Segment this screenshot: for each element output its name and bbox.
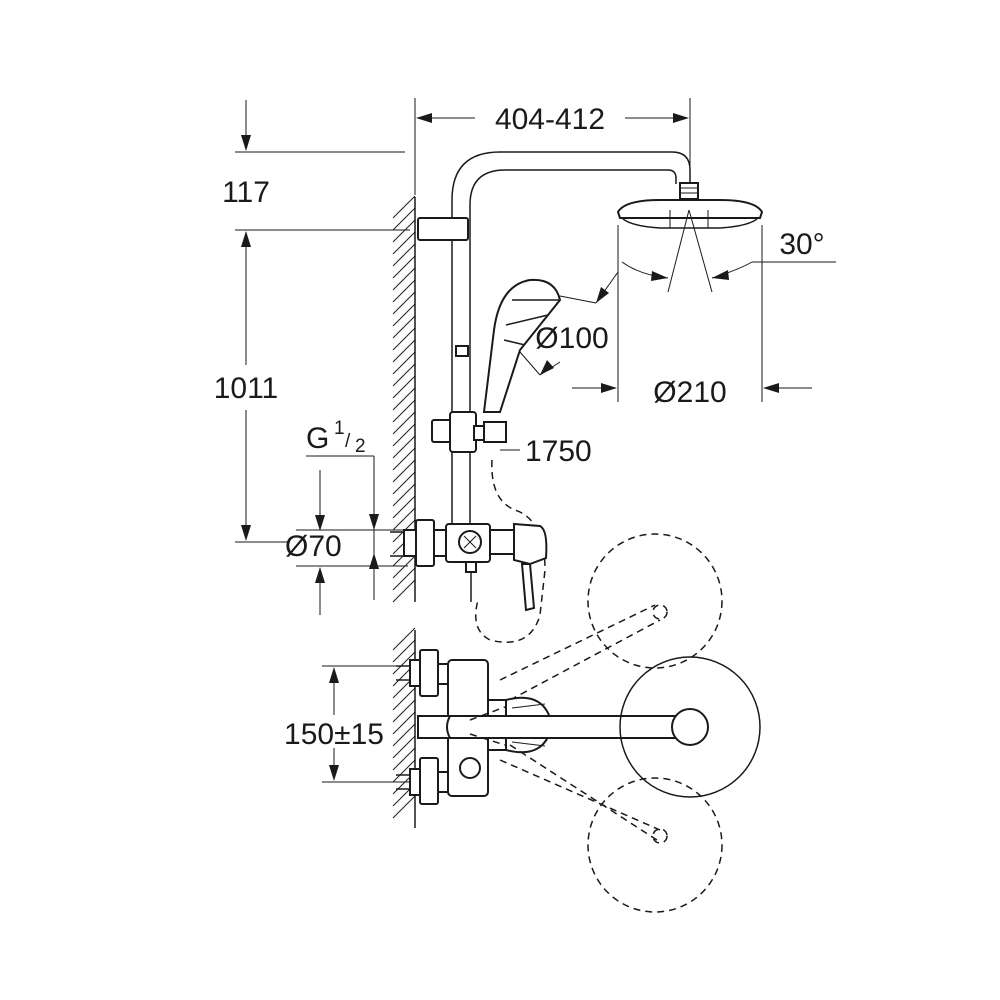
tilt-angle-label: 30° [779,228,824,261]
thread-sup: 1 [334,418,345,439]
wall-hatch-line [392,435,416,459]
thread-dimension: G 1 / 2 Ø70 [285,418,408,615]
svg-text:/: / [345,431,351,452]
wall-hatch-line [392,279,416,303]
thread-label: G [306,422,329,455]
wall-hatch-line [392,243,416,267]
wall-hatch-line [392,639,416,663]
wall-hatch-line [392,759,416,783]
wall-hatch-line [392,579,416,603]
wall-hatch-line [392,267,416,291]
wall-hatch-line [392,327,416,351]
wall-hatch-line [392,699,416,723]
top-offset-label: 117 [222,176,270,209]
wall-hatch-line [392,291,416,315]
wall-hatch-line [392,423,416,447]
height-dimensions: 117 1011 [214,100,410,543]
inlet-centers-label: 150±15 [284,718,384,751]
arm-length-label: 404-412 [495,103,605,136]
wall-hatch-line [392,723,416,747]
wall-hatch-line [392,195,416,219]
wall-hatch-line [392,567,416,591]
wall-hatch-line [392,231,416,255]
wall-hatch-line [392,687,416,711]
mixer-side-view [390,519,548,612]
wall-hatch-line [392,387,416,411]
wall-hatch-line [392,471,416,495]
wall-hatch-line [392,483,416,507]
thread-sub: 2 [355,436,366,457]
head-shower-diameter-label: Ø210 [653,376,726,409]
wall-hatch-line [392,255,416,279]
wall-hatch-line [392,207,416,231]
handle-sweep-upper [499,533,723,701]
rosette-diameter-label: Ø70 [285,530,342,563]
wall-hatch-line [392,555,416,579]
wall-hatch-line [392,459,416,483]
wall-hatch-line [392,399,416,423]
overall-height-label: 1750 [525,435,592,468]
head-shower: 30° Ø210 [572,182,836,409]
wall-hatch-line [392,363,416,387]
arm-length-dimension: 404-412 [414,98,691,195]
wall-hatch-line [392,375,416,399]
wall-hatch-line [392,315,416,339]
wall-hatch-line [392,651,416,675]
handle-sweep-lower [499,656,761,913]
wall-hatch-line [392,735,416,759]
wall-hatch-line [392,303,416,327]
wall-hatch-line [392,219,416,243]
hand-shower: Ø100 1750 [475,271,619,643]
wall-hatch-line [392,747,416,771]
wall-hatch-line [392,507,416,531]
wall-hatch-line [392,495,416,519]
hand-shower-diameter-label: Ø100 [535,322,608,355]
wall-hatch-line [392,795,416,819]
shower-rail [417,151,691,530]
inlet-centers-dimension: 150±15 [284,665,410,783]
wall-hatch-line [392,339,416,363]
mixer-top-view [396,649,695,805]
wall-hatch-line [392,711,416,735]
rail-height-label: 1011 [214,372,279,405]
wall-lower [392,627,416,828]
wall-hatch-line [392,351,416,375]
wall-hatch-line [392,411,416,435]
wall-hatch-line [392,447,416,471]
wall-hatch-line [392,627,416,651]
